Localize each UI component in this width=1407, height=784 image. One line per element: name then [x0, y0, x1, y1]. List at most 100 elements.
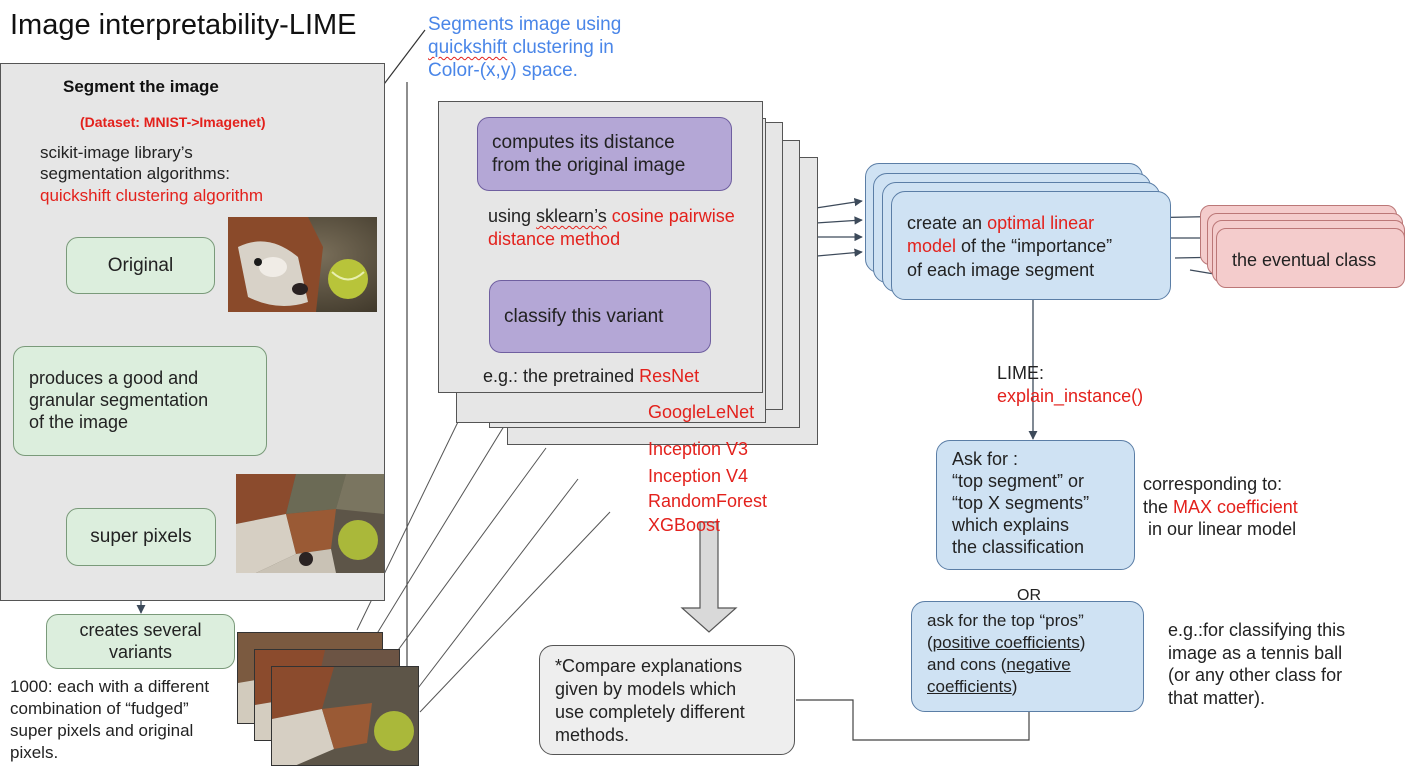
ask-line: which explains: [952, 514, 1070, 535]
segmentation-line: of the image: [29, 411, 129, 432]
note-line: Color-(x,y) space.: [428, 59, 578, 81]
fan-line: [414, 478, 579, 693]
algorithm-name: quickshift clustering algorithm: [40, 185, 263, 205]
classify-box: classify this variant: [489, 280, 711, 353]
cosine-sklearn: sklearn’s: [536, 206, 607, 226]
distance-line: computes its distance: [492, 131, 675, 153]
linear-line: of each image segment: [907, 259, 1095, 280]
block-down-arrow: [680, 521, 738, 633]
variants-note-line: combination of “fudged”: [10, 699, 189, 719]
variants-box: creates several variants: [46, 614, 235, 669]
compare-text: *Compare explanations given by models wh…: [555, 655, 745, 746]
corresponding-line: corresponding to:: [1143, 474, 1283, 494]
segmentation-box: produces a good and granular segmentatio…: [13, 346, 267, 456]
linear-model-text: create an optimal linear model of the “i…: [907, 212, 1112, 282]
example-line: e.g.:for classifying this: [1168, 620, 1346, 640]
fan-line: [369, 417, 510, 646]
or-label: OR: [1017, 587, 1041, 604]
segmentation-line: produces a good and: [29, 368, 199, 389]
note-text: clustering in: [507, 36, 614, 58]
ask-line: “top segment” or: [952, 470, 1085, 491]
resnet-label: ResNet: [639, 366, 700, 386]
classify-label: classify this variant: [504, 305, 664, 327]
pros-paren: ): [1011, 677, 1018, 697]
linear-text: of the “importance”: [956, 236, 1113, 257]
compare-line: *Compare explanations: [555, 656, 743, 676]
pros-line: and cons (negative: [927, 654, 1085, 676]
variants-line: creates several: [79, 619, 202, 640]
linear-optimal: optimal linear: [987, 213, 1095, 233]
fan-line: [384, 447, 547, 669]
dog-photo-graphic: [228, 217, 377, 312]
linear-model-word: model: [907, 236, 957, 257]
variants-note-line: super pixels and original: [10, 721, 194, 741]
max-coefficient: MAX coefficient: [1173, 496, 1298, 517]
cosine-text-a: using: [488, 206, 537, 226]
pros-line: ask for the top “pros”: [927, 611, 1084, 630]
cosine-line: distance method: [488, 229, 621, 250]
pros-line: (positive coefficients): [927, 632, 1085, 654]
compare-connector: [796, 699, 1030, 741]
original-box: Original: [66, 237, 215, 294]
corresponding-text-a: the: [1143, 496, 1174, 517]
ask-line: Ask for :: [952, 449, 1019, 469]
linear-line: create an optimal linear: [907, 212, 1112, 235]
note-quickshift: quickshift: [428, 36, 508, 58]
model-name: GoogleLeNet: [648, 402, 755, 422]
note-line: quickshift clustering in: [428, 37, 621, 60]
distance-box: computes its distance from the original …: [477, 117, 732, 191]
compare-line: use completely different: [555, 701, 745, 722]
segmented-photo-graphic: [236, 474, 384, 573]
variants-note-line: 1000: each with a different: [10, 677, 210, 696]
pros-box: [911, 601, 1144, 712]
dataset-label: (Dataset: MNIST->Imagenet): [80, 114, 266, 130]
lime-label: LIME:: [997, 363, 1045, 383]
example-note: e.g.:for classifying this image as a ten…: [1168, 619, 1345, 709]
positive-coefficients: positive coefficients: [932, 633, 1080, 653]
ask-text: Ask for : “top segment” or “top X segmen…: [952, 449, 1089, 559]
example-line: that matter).: [1168, 687, 1266, 708]
cons-text: and cons (: [927, 655, 1007, 675]
eventual-class-label: the eventual class: [1232, 250, 1377, 270]
cosine-method: cosine pairwise: [606, 206, 735, 226]
negative-word: negative: [1006, 655, 1071, 675]
coefficients-word: coefficients: [927, 677, 1012, 697]
model-name: Inception V3: [648, 439, 749, 459]
pros-text: ask for the top “pros” (positive coeffic…: [927, 610, 1085, 698]
example-line: image as a tennis ball: [1168, 642, 1343, 663]
pros-line: coefficients): [927, 676, 1085, 698]
dog-photo: [228, 217, 377, 312]
model-name: Inception V4: [648, 466, 749, 486]
resnet-prefix: e.g.: the pretrained: [483, 366, 640, 386]
superpixels-box: super pixels: [66, 508, 216, 566]
segmented-photo: [236, 474, 384, 573]
compare-line: methods.: [555, 724, 630, 745]
pros-paren: ): [1079, 633, 1086, 653]
cosine-line: using sklearn’s cosine pairwise: [488, 205, 735, 228]
segment-heading: Segment the image: [63, 77, 219, 96]
corresponding-line: the MAX coefficient: [1143, 496, 1298, 519]
ask-box: [936, 440, 1135, 570]
ask-line: “top X segments”: [952, 492, 1090, 513]
resnet-example: e.g.: the pretrained ResNet: [483, 366, 699, 388]
variant-image-front: [271, 666, 419, 766]
original-label: Original: [107, 254, 174, 276]
compare-box: [539, 645, 795, 755]
ask-line: the classification: [952, 536, 1085, 557]
corresponding-line: in our linear model: [1143, 519, 1297, 539]
lime-method: explain_instance(): [997, 386, 1144, 406]
library-line: segmentation algorithms:: [40, 164, 230, 184]
example-line: (or any other class for: [1168, 665, 1343, 685]
compare-line: given by models which: [555, 678, 737, 699]
library-text: scikit-image library’s segmentation algo…: [40, 142, 263, 206]
superpixels-label: super pixels: [90, 526, 192, 548]
variants-note: 1000: each with a different combination …: [10, 676, 209, 764]
variants-note-line: pixels.: [10, 743, 59, 763]
note-line: Segments image using: [428, 14, 622, 35]
corresponding-text: corresponding to: the MAX coefficient in…: [1143, 473, 1298, 541]
cosine-text: using sklearn’s cosine pairwise distance…: [488, 205, 735, 252]
eventual-class-box: [1216, 228, 1405, 288]
model-name: RandomForest: [648, 491, 768, 511]
quickshift-note: Segments image using quickshift clusteri…: [428, 14, 621, 82]
page-title: Image interpretability-LIME: [10, 9, 357, 41]
